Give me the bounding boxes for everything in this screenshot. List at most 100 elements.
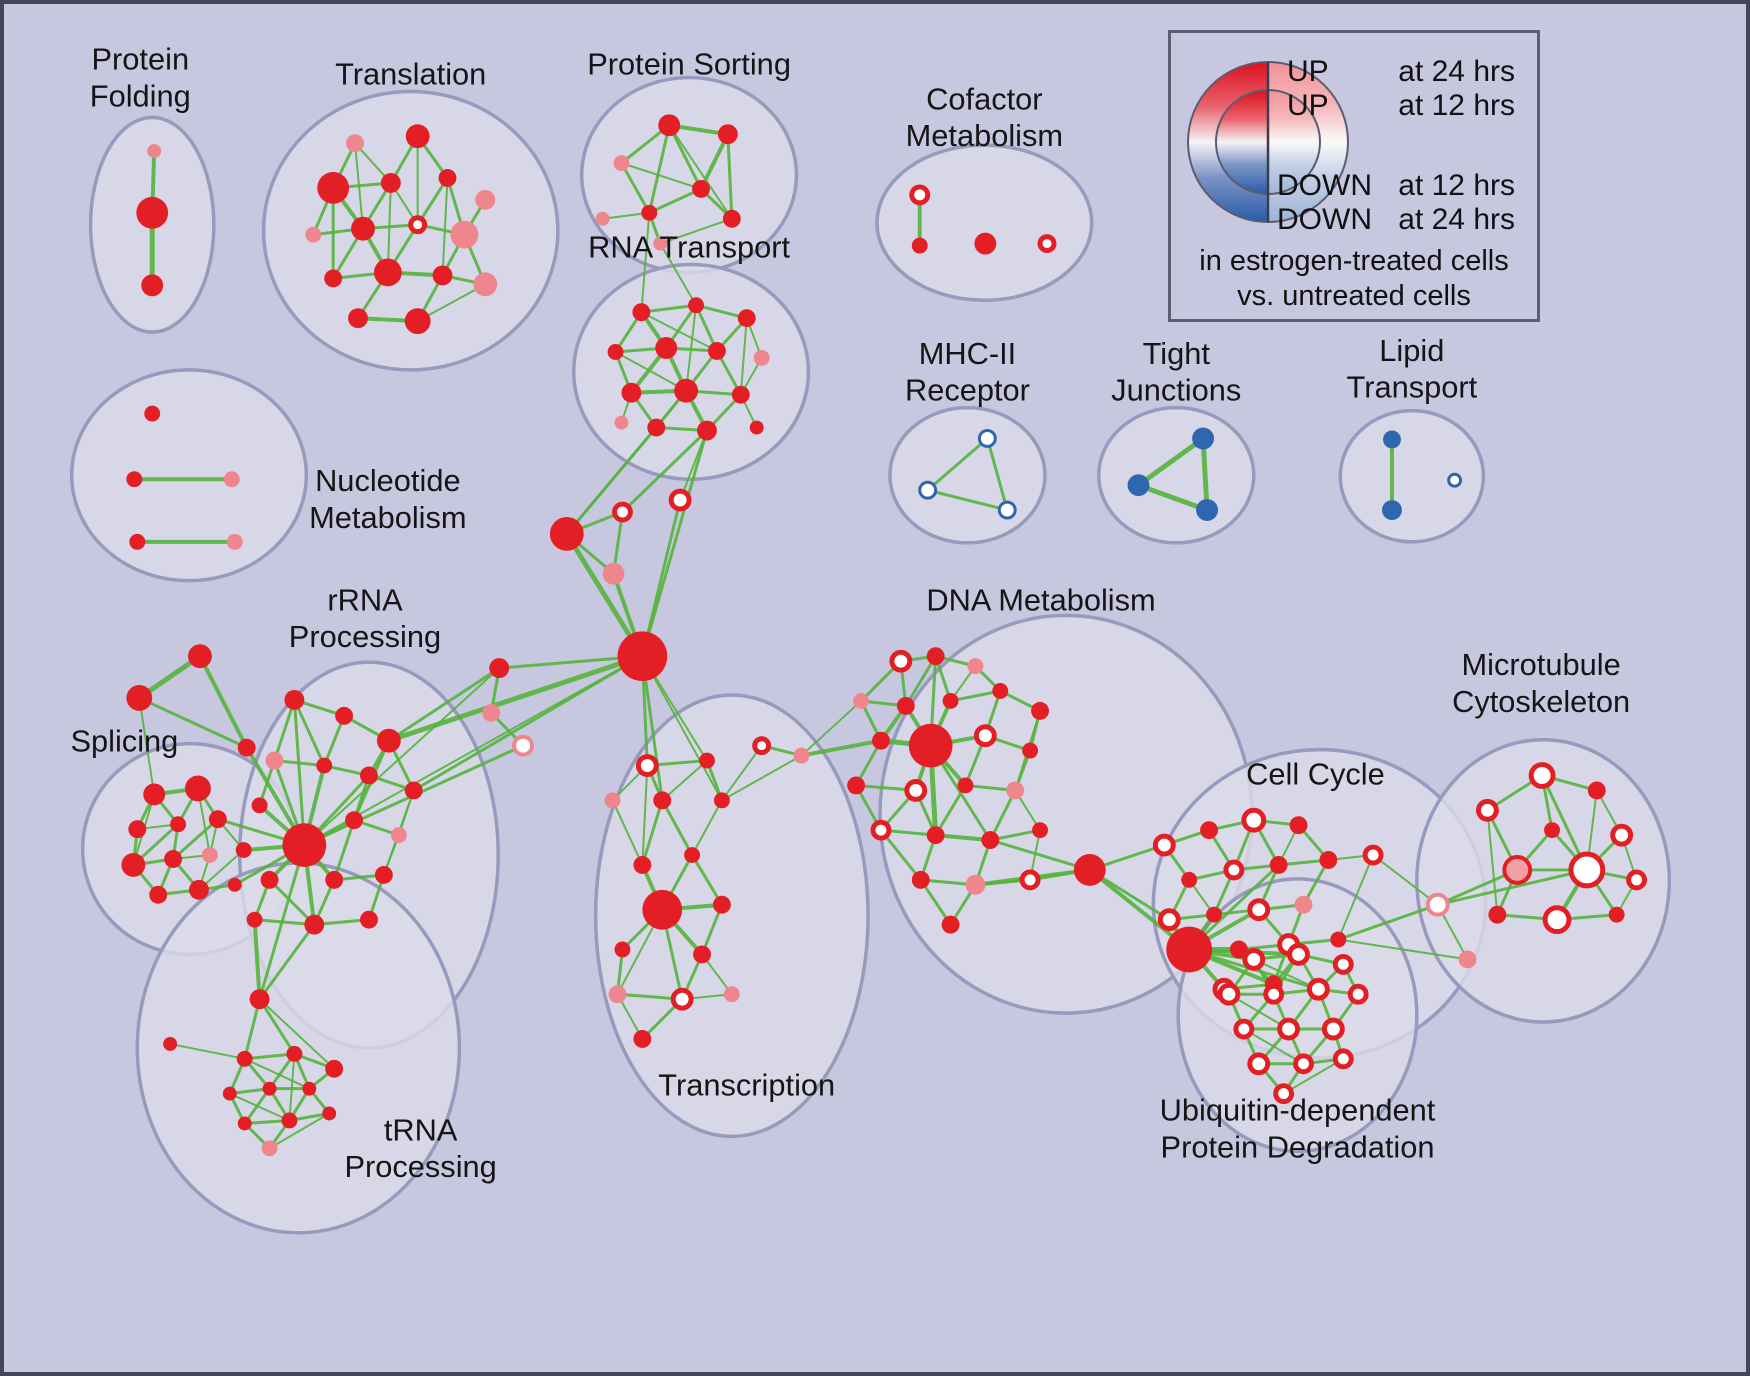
network-node-67 <box>188 644 212 669</box>
cluster-ellipse-mhc-ii-receptor <box>888 405 1047 545</box>
network-node-68 <box>126 685 153 711</box>
network-edge <box>268 1112 331 1150</box>
network-edge <box>619 161 651 215</box>
network-edge <box>985 436 1009 512</box>
network-edge <box>1337 938 1469 961</box>
network-edge <box>949 689 1002 703</box>
network-node-41 <box>647 418 666 437</box>
network-node-86 <box>316 757 333 774</box>
network-node-93 <box>260 870 279 889</box>
network-node-31 <box>632 303 651 322</box>
network-node-114 <box>604 792 621 809</box>
network-node-192 <box>1233 1018 1255 1040</box>
network-edge <box>243 1052 296 1061</box>
network-node-10 <box>351 216 375 241</box>
network-node-125 <box>723 986 740 1003</box>
network-edge <box>699 132 730 191</box>
network-node-90 <box>282 823 327 867</box>
network-node-5 <box>317 172 350 204</box>
network-edge <box>565 389 688 535</box>
network-node-122 <box>693 945 711 964</box>
network-node-74 <box>208 810 227 829</box>
network-node-69 <box>237 738 256 757</box>
network-node-117 <box>633 856 652 874</box>
cluster-ellipse-lipid-transport <box>1338 408 1486 544</box>
network-edge <box>258 843 306 1001</box>
network-edge <box>614 350 688 392</box>
network-node-91 <box>345 811 363 830</box>
network-node-76 <box>164 850 183 868</box>
network-edge <box>620 162 703 190</box>
network-node-165 <box>1294 895 1313 914</box>
network-node-56 <box>223 471 240 488</box>
network-node-72 <box>128 820 147 839</box>
network-node-64 <box>489 658 510 679</box>
cluster-label-trna-processing: Processing <box>344 1149 496 1184</box>
network-edge <box>799 738 883 758</box>
cluster-label-ubiquitin-degradation: Protein Degradation <box>1161 1129 1435 1164</box>
network-node-123 <box>608 985 627 1004</box>
network-node-178 <box>1568 851 1606 889</box>
network-edge <box>258 923 316 1001</box>
network-node-78 <box>235 842 252 859</box>
cluster-label-cofactor-metabolism: Cofactor <box>926 81 1042 116</box>
network-node-14 <box>373 258 402 287</box>
network-edge <box>243 1087 272 1125</box>
network-node-53 <box>1447 472 1463 488</box>
network-node-63 <box>617 631 668 682</box>
network-edge <box>258 998 336 1070</box>
cluster-label-rrna-processing: Processing <box>289 619 441 654</box>
network-edge <box>137 696 249 750</box>
network-node-44 <box>749 420 764 435</box>
network-node-43 <box>614 415 629 430</box>
network-node-164 <box>1247 898 1271 922</box>
network-node-128 <box>889 649 913 673</box>
network-edge <box>611 799 644 866</box>
network-edge <box>1486 809 1499 916</box>
network-node-198 <box>1273 1083 1295 1105</box>
network-edge <box>659 217 733 245</box>
network-node-7 <box>438 169 457 187</box>
network-node-101 <box>236 1050 253 1067</box>
network-node-172 <box>1528 762 1556 789</box>
network-edge <box>292 698 326 768</box>
network-edge <box>303 667 501 847</box>
network-edge <box>988 838 1092 872</box>
network-edge <box>667 123 703 191</box>
network-node-27 <box>909 184 931 206</box>
network-node-36 <box>707 342 726 360</box>
network-node-11 <box>408 215 428 235</box>
network-node-4 <box>405 124 430 149</box>
network-edge <box>661 759 708 802</box>
network-node-62 <box>602 562 625 585</box>
network-node-47 <box>997 500 1017 520</box>
network-node-3 <box>346 134 364 153</box>
legend-down-inner-label: DOWN <box>1277 169 1372 202</box>
network-node-107 <box>237 1116 252 1131</box>
network-edge <box>1336 903 1440 942</box>
network-node-29 <box>974 232 997 255</box>
cluster-label-microtubule-cytoskeleton: Microtubule <box>1462 647 1621 682</box>
network-node-167 <box>1229 940 1248 959</box>
network-node-115 <box>653 791 672 810</box>
network-edge <box>640 211 651 314</box>
network-node-35 <box>655 337 678 359</box>
network-node-182 <box>1608 906 1625 923</box>
network-edge <box>197 849 245 891</box>
network-edge <box>252 917 262 1002</box>
network-node-54 <box>144 405 161 422</box>
cluster-label-tight-junctions: Junctions <box>1111 373 1241 408</box>
legend-up-inner-label: UP <box>1287 89 1329 122</box>
network-node-97 <box>304 914 325 935</box>
network-edge <box>303 655 644 847</box>
network-node-134 <box>992 683 1009 699</box>
cluster-label-splicing: Splicing <box>70 724 178 759</box>
network-node-145 <box>926 826 945 845</box>
network-node-75 <box>121 853 146 877</box>
network-node-84 <box>376 728 401 753</box>
network-node-151 <box>941 915 960 934</box>
network-node-124 <box>670 987 694 1011</box>
cluster-label-translation: Translation <box>335 57 486 92</box>
network-edge <box>268 878 316 927</box>
